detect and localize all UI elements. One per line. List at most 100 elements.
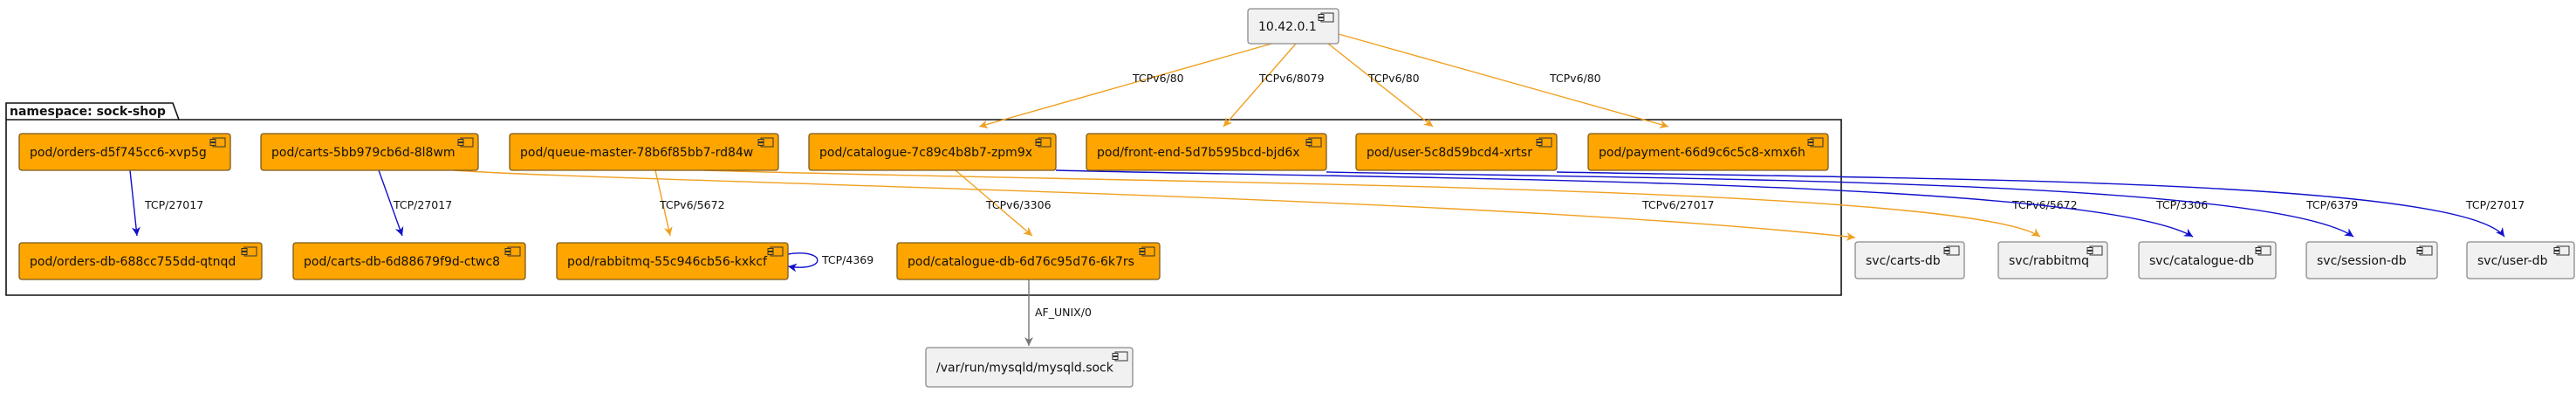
node-catdb: pod/catalogue-db-6d76c95d76-6k7rs [896,242,1161,280]
edge-label: TCP/4369 [821,253,874,266]
node-cartsdb: pod/carts-db-6d88679f9d-ctwc8 [292,242,526,280]
node-label: 10.42.0.1 [1258,20,1317,34]
node-box [292,242,526,280]
node-frontend: pod/front-end-5d7b595bcd-bjd6x [1086,133,1327,171]
edge-label: TCPv6/80 [1132,72,1184,85]
node-label: /var/run/mysqld/mysqld.sock [936,362,1114,376]
node-label: pod/catalogue-db-6d76c95d76-6k7rs [908,255,1134,269]
node-svccarts: svc/carts-db [1854,241,1965,279]
node-box [1247,8,1339,45]
nodes-layer: 10.42.0.1 pod/orders-d5f745cc6-xvp5g pod/c… [18,8,2575,388]
node-payment: pod/payment-66d9c6c5c8-xmx6h [1587,133,1829,171]
node-box [2305,241,2438,279]
component-icon [767,246,784,257]
node-svccat: svc/catalogue-db [2138,241,2277,279]
edge-rabbit-to-rabbit [787,252,819,272]
component-icon [504,246,521,257]
edge-catalogue-to-catdb [955,169,1033,237]
component-icon [209,137,226,148]
edge-ip-to-frontend [1223,36,1303,128]
node-label: svc/catalogue-db [2149,254,2254,268]
edge-label: TCPv6/80 [1549,72,1601,85]
edge-ip-to-user [1319,36,1434,128]
edge-carts-to-svccarts [453,169,1856,241]
node-label: pod/payment-66d9c6c5c8-xmx6h [1599,146,1805,160]
edge-label: TCPv6/3306 [985,198,1052,211]
node-box [556,242,789,280]
node-box [808,133,1057,171]
edge-carts-to-cartsdb [378,169,404,237]
edge-user-to-svcuser [1556,171,2505,238]
node-box [1997,241,2108,279]
edge-label: TCP/27017 [2465,198,2525,211]
edge-ip-to-catalogue [978,35,1300,129]
node-box [1355,133,1558,171]
edge-orders-to-ordersdb [129,169,140,237]
component-icon [1536,137,1552,148]
node-svcrabbit: svc/rabbitmq [1997,241,2108,279]
edge-queue-to-rabbit [654,169,673,237]
edge-catalogue-to-svccat [1055,169,2194,238]
edge-label: TCPv6/5672 [2011,198,2078,211]
node-box [2466,241,2575,279]
edge-label: TCPv6/80 [1367,72,1420,85]
node-box [1854,241,1965,279]
node-box [509,133,779,171]
component-icon [757,137,774,148]
edge-label: TCPv6/8079 [1258,72,1325,85]
node-box [925,347,1134,388]
node-catalogue: pod/catalogue-7c89c4b8b7-zpm9x [808,133,1057,171]
node-box [18,133,231,171]
node-ip: 10.42.0.1 [1247,8,1339,45]
edge-ip-to-payment [1338,33,1669,129]
component-icon [457,137,474,148]
edges-layer: TCPv6/80 TCPv6/8079 TCPv6/80 TCPv6/80TCP/27… [129,33,2525,346]
edge-label: TCPv6/27017 [1641,198,1715,211]
node-label: svc/session-db [2317,254,2407,268]
component-icon [2086,245,2103,256]
node-ordersdb: pod/orders-db-688cc755dd-qtnqd [18,242,263,280]
component-icon [1112,351,1128,362]
node-svcuser: svc/user-db [2466,241,2575,279]
edge-queue-to-svcrabbit [702,169,2041,238]
edge-label: TCP/6379 [2305,198,2358,211]
component-icon [1807,137,1824,148]
node-label: svc/carts-db [1866,254,1941,268]
node-label: pod/catalogue-7c89c4b8b7-zpm9x [819,146,1032,160]
component-icon [2255,245,2271,256]
component-icon [1139,246,1155,257]
node-box [896,242,1161,280]
node-box [1086,133,1327,171]
component-icon [1943,245,1960,256]
node-label: pod/carts-5bb979cb6d-8l8wm [271,146,456,160]
node-box [18,242,263,280]
edge-label: TCP/27017 [393,198,452,211]
node-label: pod/carts-db-6d88679f9d-ctwc8 [304,255,500,269]
component-icon [1035,137,1052,148]
node-box [1587,133,1829,171]
node-label: svc/user-db [2477,254,2548,268]
node-label: pod/rabbitmq-55c946cb56-kxkcf [567,255,768,269]
node-label: pod/queue-master-78b6f85bb7-rd84w [520,146,753,160]
component-icon [2553,245,2570,256]
node-box [260,133,479,171]
node-orders: pod/orders-d5f745cc6-xvp5g [18,133,231,171]
node-box [2138,241,2277,279]
namespace-label: namespace: sock-shop [10,105,166,119]
edge-label: TCP/27017 [144,198,203,211]
node-rabbit: pod/rabbitmq-55c946cb56-kxkcf [556,242,789,280]
component-icon [2416,245,2433,256]
node-label: svc/rabbitmq [2009,254,2089,268]
node-svcsession: svc/session-db [2305,241,2438,279]
namespace-package: namespace: sock-shop [5,102,1842,296]
node-label: pod/orders-d5f745cc6-xvp5g [30,146,207,160]
edge-label: TCP/3306 [2155,198,2208,211]
node-queue: pod/queue-master-78b6f85bb7-rd84w [509,133,779,171]
component-icon [1305,137,1322,148]
node-label: pod/user-5c8d59bcd4-xrtsr [1367,146,1532,160]
node-user: pod/user-5c8d59bcd4-xrtsr [1355,133,1558,171]
edge-label: TCPv6/5672 [659,198,725,211]
node-carts: pod/carts-5bb979cb6d-8l8wm [260,133,479,171]
edge-label: AF_UNIX/0 [1035,306,1092,319]
